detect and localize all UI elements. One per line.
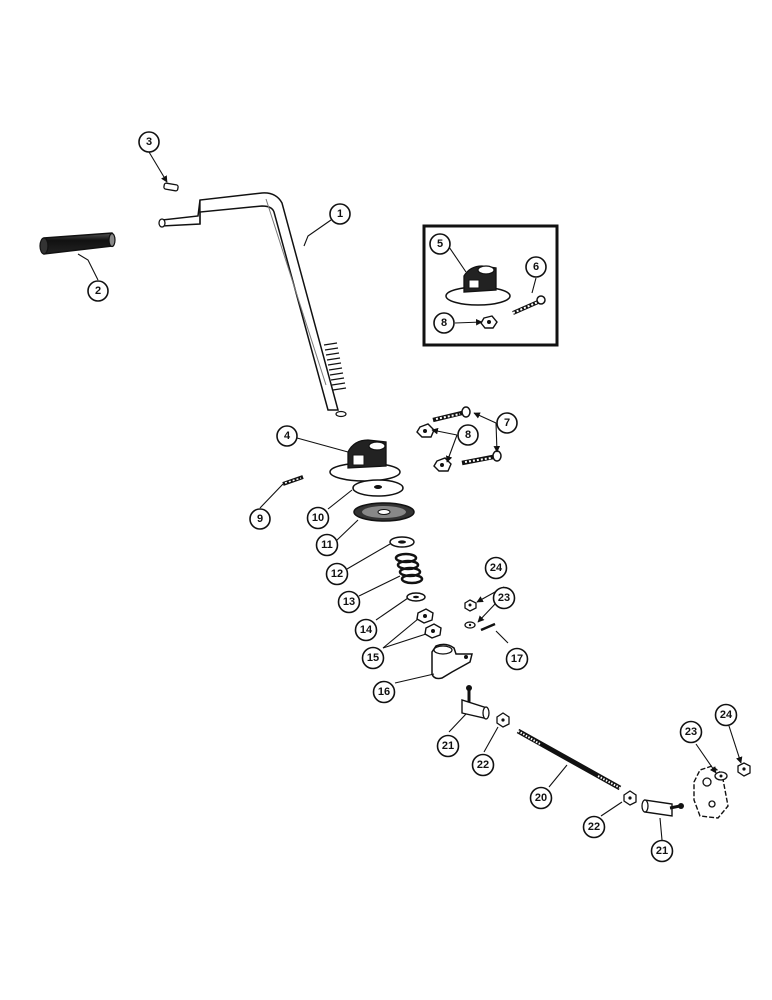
svg-text:23: 23 [685, 726, 697, 738]
callout-7: 7 [496, 412, 518, 434]
callout-23-lower: 23 [679, 720, 703, 744]
callout-16: 16 [372, 680, 396, 704]
svg-text:2: 2 [95, 285, 101, 297]
jam-nut-left-part [496, 712, 510, 728]
bolt-inset-part [512, 295, 546, 315]
svg-text:1: 1 [337, 208, 343, 220]
pin-part [282, 475, 304, 486]
svg-text:11: 11 [321, 539, 333, 551]
svg-text:22: 22 [477, 759, 489, 771]
svg-text:24: 24 [490, 562, 503, 574]
callout-9: 9 [249, 508, 271, 530]
svg-text:6: 6 [533, 261, 539, 273]
spring-part [394, 552, 424, 585]
nut-lower-part [433, 457, 452, 472]
jam-nut-right-part [623, 790, 637, 806]
callout-21-right: 21 [650, 839, 674, 863]
svg-text:16: 16 [378, 686, 390, 698]
callout-8: 8 [457, 424, 479, 446]
knob-part [39, 232, 116, 255]
svg-text:21: 21 [442, 740, 454, 752]
callout-4: 4 [276, 425, 298, 447]
callout-22-left: 22 [471, 753, 495, 777]
friction-disc-part [353, 502, 415, 522]
callout-8-inset: 8 [433, 312, 455, 334]
svg-text:10: 10 [312, 512, 324, 524]
callout-1: 1 [329, 203, 351, 225]
lock-nuts-part [416, 608, 442, 639]
svg-text:5: 5 [437, 238, 443, 250]
svg-text:9: 9 [257, 513, 263, 525]
callout-22-right: 22 [582, 815, 606, 839]
pivot-housing-part [329, 439, 401, 482]
svg-text:8: 8 [465, 429, 471, 441]
callout-24-upper: 24 [484, 556, 508, 580]
callout-15: 15 [361, 646, 385, 670]
leader-lines [77, 151, 743, 841]
callout-3: 3 [138, 131, 160, 153]
svg-text:22: 22 [588, 821, 600, 833]
svg-text:24: 24 [720, 709, 733, 721]
washer-small-part [406, 592, 426, 602]
svg-text:21: 21 [656, 845, 668, 857]
callout-2: 2 [87, 280, 109, 302]
callout-24-lower: 24 [714, 703, 738, 727]
svg-text:23: 23 [498, 592, 510, 604]
svg-text:4: 4 [284, 430, 291, 442]
svg-text:12: 12 [331, 568, 343, 580]
spring-washer-part [389, 536, 415, 548]
key-part [163, 182, 179, 192]
svg-text:17: 17 [511, 653, 523, 665]
rod-part [516, 728, 622, 791]
svg-text:15: 15 [367, 652, 379, 664]
callout-13: 13 [337, 590, 361, 614]
svg-text:8: 8 [441, 317, 447, 329]
small-nut-upper-part [464, 599, 477, 612]
svg-text:7: 7 [504, 417, 510, 429]
small-nut-lower-part [737, 762, 751, 777]
callout-14: 14 [354, 618, 378, 642]
callout-12: 12 [325, 562, 349, 586]
ball-joint-right-part [641, 799, 684, 817]
callout-10: 10 [306, 506, 330, 530]
lever-arm-part [431, 643, 473, 680]
callout-5: 5 [429, 233, 451, 255]
callout-6: 6 [525, 256, 547, 278]
callout-23-upper: 23 [492, 586, 516, 610]
small-washer-lower-part [714, 771, 728, 781]
callout-20: 20 [529, 786, 553, 810]
callout-21-left: 21 [436, 734, 460, 758]
svg-text:13: 13 [343, 596, 355, 608]
bolt-upper-part [432, 406, 471, 423]
ball-joint-left-part [461, 685, 490, 720]
nut-upper-part [416, 423, 435, 438]
pivot-housing-inset-part [445, 265, 511, 306]
cotter-pin-part [480, 622, 496, 632]
callout-11: 11 [315, 533, 339, 557]
washer-part [352, 479, 404, 497]
shift-lever-part [158, 192, 347, 418]
svg-text:3: 3 [146, 136, 152, 148]
bolt-lower-part [461, 450, 502, 466]
svg-text:20: 20 [535, 792, 547, 804]
small-washer-upper-part [464, 621, 476, 629]
svg-text:14: 14 [360, 624, 373, 636]
callout-17: 17 [505, 647, 529, 671]
